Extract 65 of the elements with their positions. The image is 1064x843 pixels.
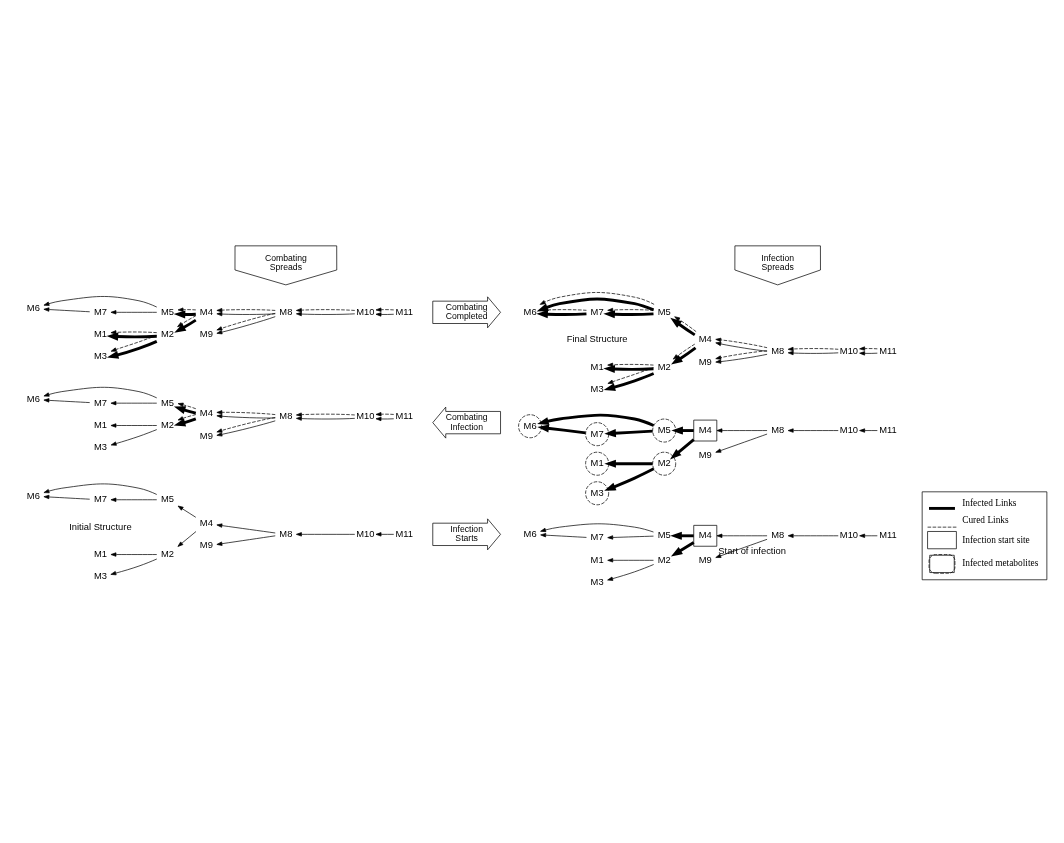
legend-label: Cured Links [962,514,1009,525]
node-text: M2 [160,328,174,339]
node-text: M10 [839,529,859,540]
node-text: M7 [93,397,107,408]
node-text: M10 [839,424,859,435]
node-text: M8 [279,306,293,317]
node-text: M5 [160,306,174,317]
node-text: M3 [590,576,604,587]
node-text: M2 [657,361,671,372]
node-text: M3 [93,570,107,581]
node-text: M8 [771,424,785,435]
node-text: M4 [199,306,213,317]
node-text: M1 [93,419,107,430]
node-text: M8 [771,345,785,356]
node-text: M7 [590,306,604,317]
node-text: M10 [839,345,859,356]
node-text: M9 [199,328,213,339]
label: Initial Structure [69,521,132,532]
node-text: M5 [657,306,671,317]
node-text: M10 [356,306,375,317]
node-label: Start of infection [718,545,786,556]
node-text: M5 [160,397,174,408]
node-text: M9 [698,356,712,367]
node-text: M9 [199,430,213,441]
node-text: M7 [93,493,107,504]
node-text: M3 [93,441,107,452]
legend-label: Infected Links [962,497,1017,508]
node-text: M6 [26,490,40,501]
label: Final Structure [566,333,628,344]
node-text: M2 [160,548,174,559]
node-text: M2 [160,419,174,430]
node-text: M11 [395,528,414,539]
node-text: M8 [771,529,785,540]
node-text: M2 [657,554,671,565]
node-text: M1 [590,554,604,565]
node-text: M7 [590,531,604,542]
legend-label: Infected metabolites [962,557,1039,568]
node-text: M10 [356,410,375,421]
node-text: M4 [698,333,712,344]
node-text: M8 [279,528,293,539]
node-text: M11 [879,424,897,435]
node-text: M7 [93,306,107,317]
node-text: M9 [698,449,712,460]
node-text: M11 [879,529,897,540]
node-text: M3 [590,383,604,394]
node-text: M11 [395,410,414,421]
legend-label: Infection start site [962,534,1030,545]
node-text: M4 [199,517,213,528]
node-text: M11 [395,306,414,317]
node-text: M10 [356,528,375,539]
node-text: M1 [93,328,107,339]
node-text: M5 [657,529,671,540]
node-text: M6 [523,306,537,317]
node-text: M1 [93,548,107,559]
node-text: M6 [523,528,537,539]
node-text: M3 [93,350,107,361]
node-text: M8 [279,410,293,421]
node-text: M6 [26,393,40,404]
node-text: M4 [199,407,213,418]
node-text: M9 [199,539,213,550]
node-text: M6 [26,302,40,313]
node-text: M1 [590,361,604,372]
node-text: M5 [160,493,174,504]
node-text: M11 [879,345,897,356]
node-text: M9 [698,554,712,565]
